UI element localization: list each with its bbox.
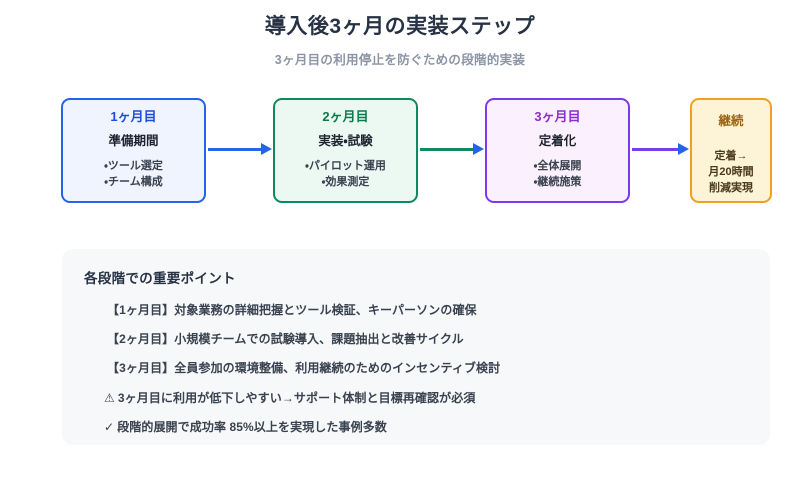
stage-bullets: ・ツール選定・チーム構成 bbox=[104, 159, 163, 189]
stage-title: 2ヶ月目 bbox=[322, 109, 369, 124]
stage-subtitle: 定着化 bbox=[538, 133, 577, 148]
list-item-text: 【3ヶ月目】全員参加の環境整備、利用継続のためのインセンティブ検討 bbox=[107, 361, 501, 376]
stage-title: 3ヶ月目 bbox=[534, 109, 581, 124]
key-points-panel: 各段階での重要ポイント 【1ヶ月目】対象業務の詳細把握とツール検証、キーパーソン… bbox=[62, 249, 770, 445]
stage-bullets: 定着→月20時間削減実現 bbox=[708, 150, 754, 194]
key-points-heading: 各段階での重要ポイント bbox=[84, 271, 236, 286]
stage-subtitle: 準備期間 bbox=[108, 133, 159, 148]
stage-title: 1ヶ月目 bbox=[110, 109, 157, 124]
warning-icon: ⚠ bbox=[104, 390, 115, 405]
list-item-text: 段階的展開で成功率 85%以上を実現した事例多数 bbox=[117, 419, 387, 434]
list-item-text: 3ヶ月目に利用が低下しやすい→サポート体制と目標再確認が必須 bbox=[117, 390, 476, 405]
arrow-head-icon bbox=[473, 143, 484, 155]
stage-row: 1ヶ月目 準備期間 ・ツール選定・チーム構成 2ヶ月目 実装・試験 ・パイロット… bbox=[0, 98, 800, 210]
list-item: 【3ヶ月目】全員参加の環境整備、利用継続のためのインセンティブ検討 bbox=[104, 360, 748, 376]
page-subtitle: 3ヶ月目の利用停止を防ぐための段階的実装 bbox=[274, 53, 526, 68]
stage-bullets: ・パイロット運用・効果測定 bbox=[305, 159, 386, 189]
stage-card-month-3[interactable]: 3ヶ月目 定着化 ・全体展開・継続施策 bbox=[485, 98, 630, 203]
arrow-line bbox=[208, 148, 263, 151]
stage-bullets: ・全体展開・継続施策 bbox=[533, 159, 582, 189]
list-item-warning: ⚠3ヶ月目に利用が低下しやすい→サポート体制と目標再確認が必須 bbox=[104, 390, 748, 406]
connector-arrow-3 bbox=[632, 143, 689, 155]
page-title: 導入後3ヶ月の実装ステップ bbox=[264, 15, 536, 38]
stage-card-month-2[interactable]: 2ヶ月目 実装・試験 ・パイロット運用・効果測定 bbox=[273, 98, 418, 203]
arrow-head-icon bbox=[261, 143, 272, 155]
list-item-success: ✓段階的展開で成功率 85%以上を実現した事例多数 bbox=[104, 419, 748, 435]
arrow-line bbox=[420, 148, 475, 151]
arrow-head-icon bbox=[678, 143, 689, 155]
list-item-text: 【1ヶ月目】対象業務の詳細把握とツール検証、キーパーソンの確保 bbox=[107, 303, 477, 317]
stage-card-month-1[interactable]: 1ヶ月目 準備期間 ・ツール選定・チーム構成 bbox=[61, 98, 206, 203]
diagram-header: 導入後3ヶ月の実装ステップ 3ヶ月目の利用停止を防ぐための段階的実装 bbox=[0, 0, 800, 68]
arrow-line bbox=[632, 148, 680, 151]
key-points-list: 【1ヶ月目】対象業務の詳細把握とツール検証、キーパーソンの確保 【2ヶ月目】小規… bbox=[84, 302, 748, 435]
list-item: 【1ヶ月目】対象業務の詳細把握とツール検証、キーパーソンの確保 bbox=[104, 302, 748, 318]
list-item-text: 【2ヶ月目】小規模チームでの試験導入、課題抽出と改善サイクル bbox=[107, 332, 464, 347]
stage-subtitle: 実装・試験 bbox=[318, 133, 373, 148]
stage-title: 継続 bbox=[718, 114, 744, 128]
check-icon: ✓ bbox=[104, 419, 115, 434]
list-item: 【2ヶ月目】小規模チームでの試験導入、課題抽出と改善サイクル bbox=[104, 331, 748, 347]
connector-arrow-2 bbox=[420, 143, 484, 155]
stage-card-continuation[interactable]: 継続 定着→月20時間削減実現 bbox=[690, 98, 772, 203]
connector-arrow-1 bbox=[208, 143, 272, 155]
